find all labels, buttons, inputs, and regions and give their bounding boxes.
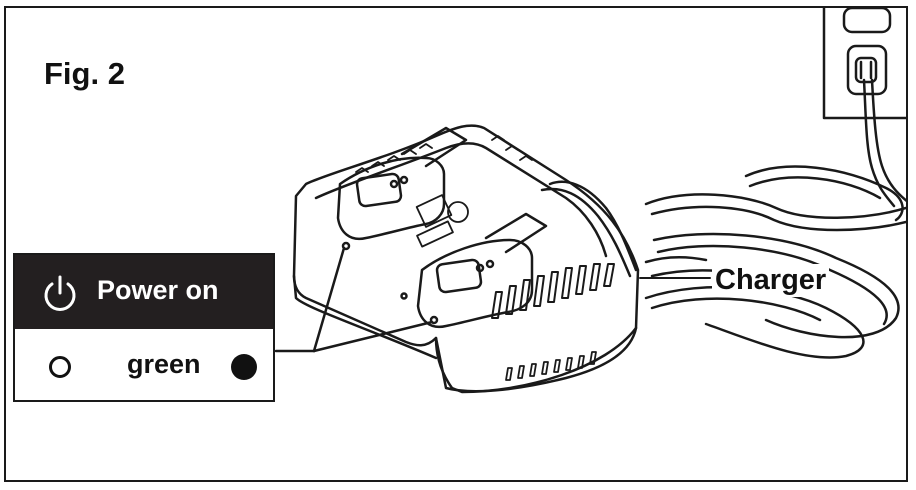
filled-circle-icon bbox=[231, 354, 257, 380]
figure-title: Fig. 2 bbox=[44, 56, 125, 91]
indicator-color-label: green bbox=[127, 349, 201, 379]
leader-lines bbox=[274, 246, 434, 353]
power-icon bbox=[44, 275, 76, 311]
led-indicator-2 bbox=[429, 315, 439, 325]
wall-outlet bbox=[822, 8, 906, 120]
charger-body bbox=[292, 124, 640, 394]
side-vents bbox=[491, 263, 615, 319]
power-cord bbox=[540, 78, 906, 359]
hollow-circle-icon bbox=[49, 356, 71, 378]
led-indicator-1 bbox=[341, 241, 351, 251]
legend-header: Power on bbox=[15, 255, 273, 329]
brand-badge bbox=[415, 194, 469, 248]
figure-frame: Fig. 2 Charger bbox=[4, 6, 908, 482]
charger-callout-label: Charger bbox=[712, 264, 830, 297]
power-on-label: Power on bbox=[97, 275, 219, 305]
legend-indicator-row: green bbox=[15, 329, 273, 402]
bottom-vents bbox=[505, 351, 597, 381]
charger-illustration bbox=[274, 8, 906, 394]
led-status-legend: Power on green bbox=[13, 253, 275, 402]
